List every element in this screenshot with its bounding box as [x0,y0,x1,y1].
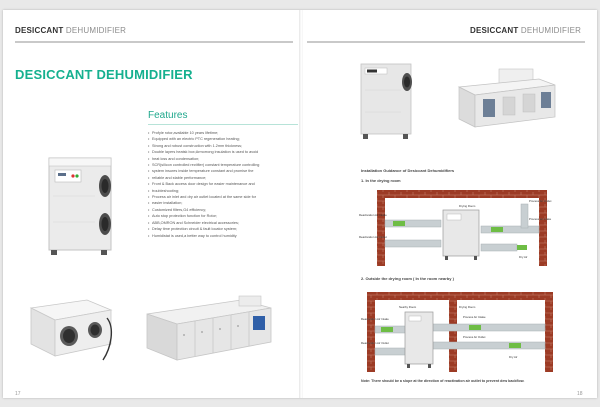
label-reactivation-outlet-1: Reactivation Air Outlet [359,235,387,239]
right-header-bold: DESICCANT [470,26,519,35]
feature-item: system insures inside temperature consta… [148,168,308,175]
feature-item: Customized filters,G4 efficiency; [148,207,308,214]
label-process-intake-2: Process Air Intake [463,315,486,319]
label-dry-air-1: Dry Air [519,255,527,259]
label-reactivation-intake-1: Reactivation Air Intake [359,213,387,217]
right-page-header: DESICCANT DEHUMIDIFIER [470,26,581,40]
label-process-outlet-2: Process Air Outlet [463,335,486,339]
feature-item: troubleshooting; [148,188,308,195]
combined-dehumidifier-image [457,68,556,128]
feature-item: Process air inlet and dry air outlet loc… [148,194,308,201]
label-nearby-room-2: Nearby Room [399,305,417,309]
label-process-outlet-1: Process Air Outlet [529,199,552,203]
installation-guide-title: Installation Guidance of Desiccant Dehum… [361,168,455,173]
features-list: Profyle rotor,available 10 years lifetim… [148,130,308,239]
portable-dehumidifier-image [360,63,412,139]
feature-item: easier installation; [148,200,308,207]
feature-item: Front & Back access door design for easi… [148,181,308,188]
left-header-rule [15,41,293,43]
features-heading: Features [148,110,188,121]
right-header-light: DEHUMIDIFIER [520,26,582,35]
left-header-bold: DESICCANT [15,26,64,35]
label-dry-air-2: Dry Air [509,355,517,359]
right-header-rule [307,41,585,43]
label-reactivation-intake-2: Reactivation Air Intake [361,317,389,321]
industrial-dehumidifier-image [146,295,272,361]
feature-item: Strong and robust construction with 1.2m… [148,143,308,150]
left-header-light: DEHUMIDIFIER [65,26,127,35]
step-2-label: 2. Outside the drying room ( In the room… [361,276,454,281]
label-drying-room-1: Drying Room [459,204,476,208]
feature-item: Auto stop protection function for Rotor; [148,213,308,220]
feature-item: Equipped with an electric PTC regenerati… [148,136,308,143]
feature-item: Delay time protection circuit & fault lo… [148,226,308,233]
installation-note: Note: There should be a slope at the dir… [361,379,525,383]
left-page-header: DESICCANT DEHUMIDIFIER [15,26,126,40]
feature-item: SCR(silicon controlled rectifier) consta… [148,162,308,169]
feature-item: Double layers heatsk box;Armorrong insul… [148,149,308,156]
compact-dehumidifier-image [29,299,113,361]
features-rule [148,124,298,125]
feature-item: Profyle rotor,available 10 years lifetim… [148,130,308,137]
feature-item: reliable and stable performance; [148,175,308,182]
page-title: DESICCANT DEHUMIDIFIER [15,67,193,82]
right-page-number: 18 [577,391,583,397]
label-drying-room-2: Drying Room [459,305,476,309]
installation-diagram-in-room: Drying Room Process Air Outlet Reactivat… [359,190,552,266]
feature-item: Humidistat is used,a better way to contr… [148,233,308,240]
left-page-number: 17 [15,391,21,397]
installation-diagram-nearby-room: Nearby Room Drying Room Reactivation Air… [361,292,553,372]
upright-dehumidifier-image [48,157,112,255]
label-process-intake-1: Process air intake [529,217,552,221]
label-reactivation-outlet-2: Reactivation Air Outlet [361,341,389,345]
step-1-label: 1. In the drying room [361,178,401,183]
brochure-spread: DESICCANT DEHUMIDIFIER DESICCANT DEHUMID… [3,10,597,398]
feature-item: ABB,OMRON and Schneider electrical acces… [148,220,308,227]
feature-item: heat loss and condensation; [148,156,308,163]
